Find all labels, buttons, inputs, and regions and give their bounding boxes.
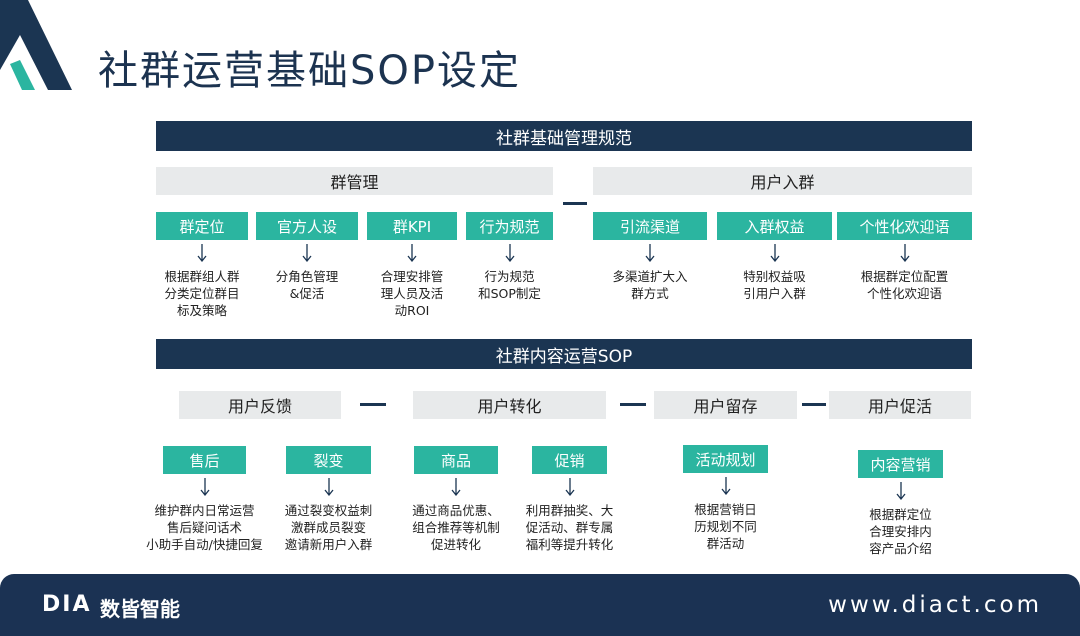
description-line: 激群成员裂变 <box>290 520 366 535</box>
description-line: 合理安排内 <box>869 524 932 539</box>
footer-brand-cn: 数皆智能 <box>100 597 180 621</box>
down-arrow-icon <box>199 478 210 496</box>
step-description: 行为规范和SOP制定 <box>445 268 575 302</box>
description-line: 合理安排管 <box>380 269 444 284</box>
right-arrow-icon <box>563 202 587 205</box>
down-arrow-icon <box>323 478 334 496</box>
footer-brand-latin: DIA <box>42 592 92 617</box>
section-header-content: 社群内容运营SOP <box>156 339 972 369</box>
description-line: 根据群定位 <box>869 507 932 522</box>
description-line: 根据营销日 <box>694 502 757 517</box>
description-line: 邀请新用户入群 <box>284 537 373 552</box>
description-line: 福利等提升转化 <box>525 537 614 552</box>
left-arrow-icon <box>620 403 646 406</box>
footer-url[interactable]: www.diact.com <box>828 592 1042 618</box>
step-description: 利用群抽奖、大促活动、群专属福利等提升转化 <box>505 502 635 553</box>
description-line: 和SOP制定 <box>478 286 541 301</box>
step-box: 裂变 <box>286 446 371 474</box>
step-box: 个性化欢迎语 <box>837 212 972 240</box>
step-description: 多渠道扩大入群方式 <box>585 268 715 302</box>
step-description: 维护群内日常运营售后疑问话术小助手自动/快捷回复 <box>140 502 270 553</box>
down-arrow-icon <box>645 244 655 262</box>
description-line: 引用户入群 <box>743 286 806 301</box>
step-description: 特别权益吸引用户入群 <box>710 268 840 302</box>
step-box: 群定位 <box>156 212 248 240</box>
description-line: 通过裂变权益刺 <box>284 503 373 518</box>
description-line: 特别权益吸 <box>743 269 806 284</box>
group-header: 用户转化 <box>413 391 606 419</box>
description-line: 促进转化 <box>430 537 481 552</box>
down-arrow-icon <box>504 244 515 262</box>
footer: DIA 数皆智能 www.diact.com <box>0 574 1080 636</box>
description-line: 群方式 <box>631 286 669 301</box>
step-box: 商品 <box>414 446 498 474</box>
description-line: &促活 <box>289 286 325 301</box>
step-box: 行为规范 <box>466 212 553 240</box>
down-arrow-icon <box>769 244 780 262</box>
left-arrow-icon <box>802 403 826 406</box>
down-arrow-icon <box>720 477 731 495</box>
description-line: 群活动 <box>706 536 745 551</box>
description-line: 动ROI <box>394 303 430 318</box>
step-box: 促销 <box>532 446 607 474</box>
down-arrow-icon <box>895 482 906 500</box>
step-box: 入群权益 <box>717 212 832 240</box>
description-line: 容产品介绍 <box>869 541 932 556</box>
description-line: 利用群抽奖、大 <box>525 503 614 518</box>
description-line: 个性化欢迎语 <box>866 286 942 301</box>
step-box: 群KPI <box>367 212 457 240</box>
step-box: 活动规划 <box>683 445 768 473</box>
description-line: 小助手自动/快捷回复 <box>146 537 263 552</box>
down-arrow-icon <box>302 244 312 262</box>
step-description: 通过商品优惠、组合推荐等机制促进转化 <box>391 502 521 553</box>
description-line: 分类定位群目 <box>164 286 240 301</box>
section-header-basic: 社群基础管理规范 <box>156 121 972 151</box>
description-line: 组合推荐等机制 <box>412 520 500 535</box>
step-box: 引流渠道 <box>593 212 707 240</box>
description-line: 促活动、群专属 <box>525 520 614 535</box>
left-arrow-icon <box>360 403 386 406</box>
down-arrow-icon <box>407 244 417 262</box>
down-arrow-icon <box>899 244 910 262</box>
description-line: 根据群定位配置 <box>860 269 949 284</box>
step-description: 根据群定位配置个性化欢迎语 <box>840 268 970 302</box>
step-box: 官方人设 <box>256 212 358 240</box>
step-description: 通过裂变权益刺激群成员裂变邀请新用户入群 <box>264 502 394 553</box>
description-line: 分角色管理 <box>275 269 339 284</box>
down-arrow-icon <box>197 244 207 262</box>
logo-icon <box>0 0 72 90</box>
step-box: 内容营销 <box>858 450 943 478</box>
group-header: 用户留存 <box>654 391 797 419</box>
description-line: 根据群组人群 <box>164 269 240 284</box>
description-line: 维护群内日常运营 <box>154 503 255 518</box>
step-description: 合理安排管理人员及活动ROI <box>347 268 477 319</box>
description-line: 多渠道扩大入 <box>612 269 688 284</box>
page-title: 社群运营基础SOP设定 <box>98 48 521 94</box>
group-header: 用户促活 <box>829 391 971 419</box>
group-header: 用户入群 <box>593 167 972 195</box>
description-line: 通过商品优惠、 <box>412 503 500 518</box>
step-description: 根据营销日历规划不同群活动 <box>661 501 791 552</box>
group-header: 群管理 <box>156 167 553 195</box>
down-arrow-icon <box>564 478 575 496</box>
description-line: 标及策略 <box>176 303 227 318</box>
group-header: 用户反馈 <box>179 391 341 419</box>
description-line: 售后疑问话术 <box>166 520 242 535</box>
step-description: 分角色管理&促活 <box>242 268 372 302</box>
description-line: 历规划不同 <box>694 519 757 534</box>
down-arrow-icon <box>451 478 461 496</box>
step-description: 根据群定位合理安排内容产品介绍 <box>836 506 966 557</box>
description-line: 理人员及活 <box>380 286 444 301</box>
description-line: 行为规范 <box>484 269 535 284</box>
step-description: 根据群组人群分类定位群目标及策略 <box>137 268 267 319</box>
step-box: 售后 <box>163 446 246 474</box>
